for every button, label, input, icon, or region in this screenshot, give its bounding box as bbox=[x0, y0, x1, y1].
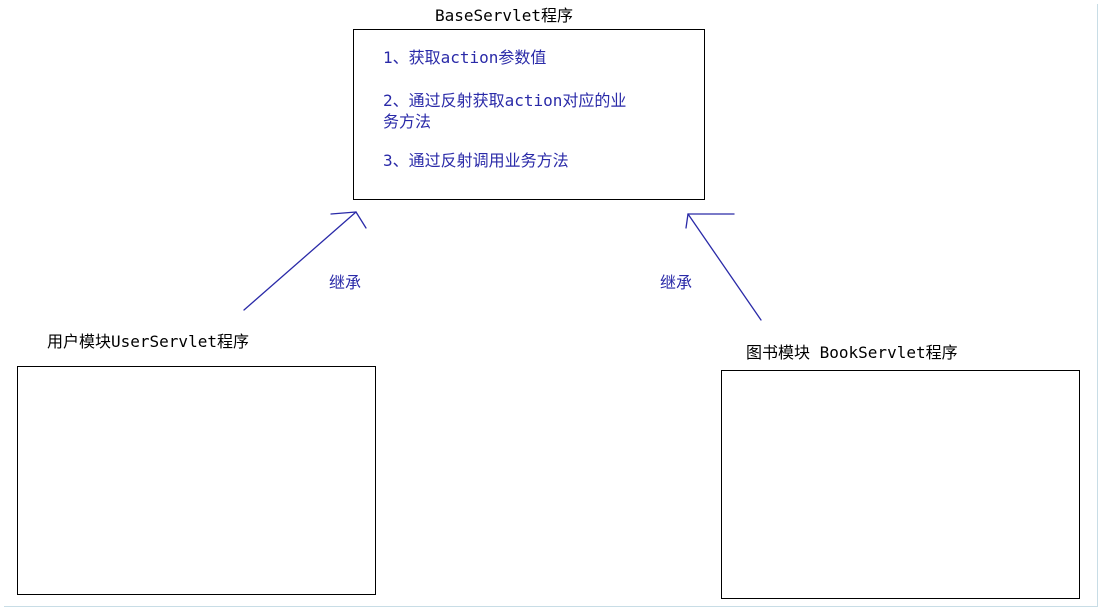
base-step-3: 3、通过反射调用业务方法 bbox=[383, 151, 569, 170]
user-servlet-box bbox=[17, 366, 376, 595]
left-arrow-head-b bbox=[355, 211, 367, 229]
canvas-frame bbox=[4, 4, 1098, 607]
right-arrow-head-b bbox=[685, 213, 689, 229]
base-step-2-cont: 务方法 bbox=[383, 112, 432, 131]
left-arrow-shaft bbox=[243, 211, 357, 311]
base-servlet-box bbox=[353, 29, 705, 200]
right-arrow-shaft bbox=[687, 213, 762, 321]
book-servlet-box bbox=[721, 370, 1080, 599]
base-step-2: 2、通过反射获取action对应的业 bbox=[383, 91, 627, 110]
left-arrow-head-a bbox=[330, 211, 357, 215]
book-servlet-title: 图书模块 BookServlet程序 bbox=[746, 343, 958, 362]
base-step-1: 1、获取action参数值 bbox=[383, 48, 547, 67]
user-servlet-title: 用户模块UserServlet程序 bbox=[47, 332, 249, 351]
inherit-label-right: 继承 bbox=[660, 273, 693, 292]
base-servlet-title: BaseServlet程序 bbox=[435, 6, 573, 25]
inherit-label-left: 继承 bbox=[329, 273, 362, 292]
